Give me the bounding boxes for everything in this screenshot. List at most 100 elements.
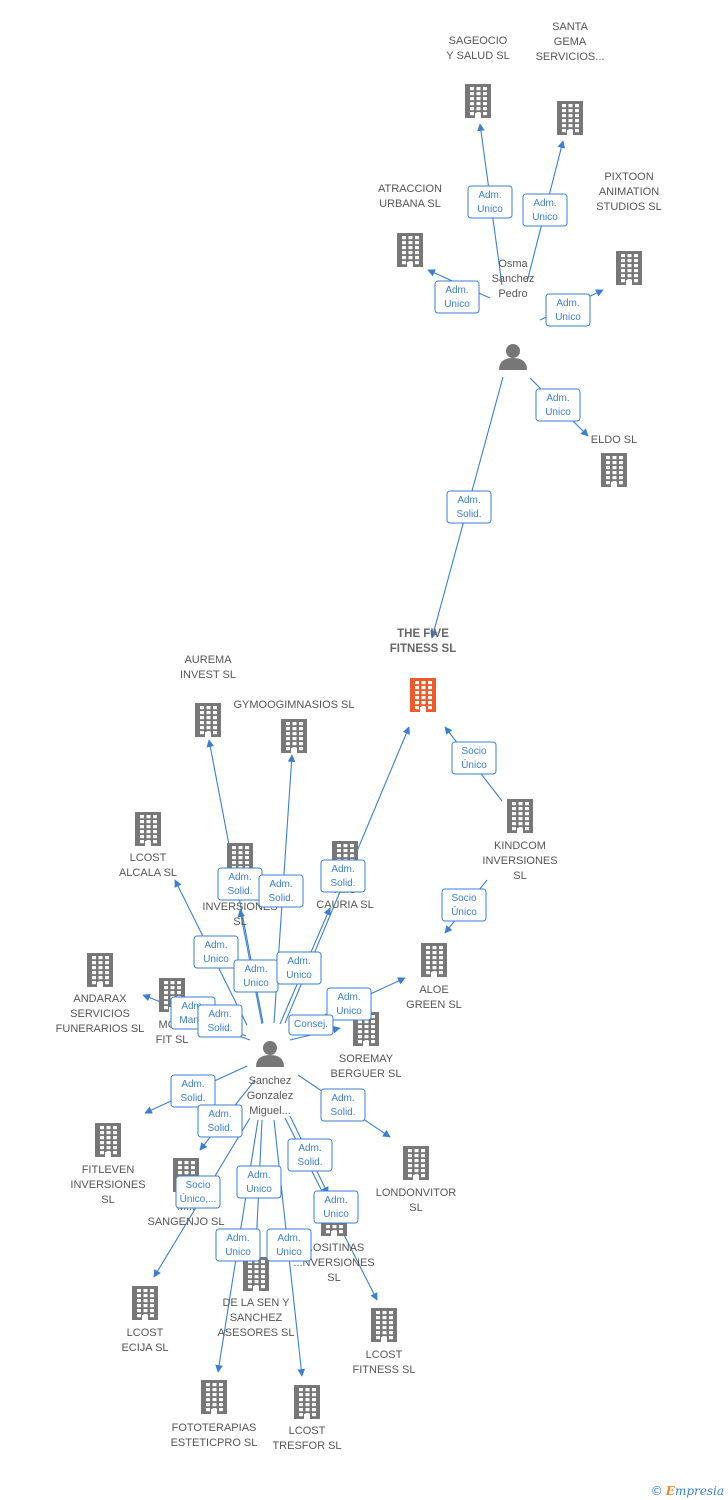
relation-label-osma-five[interactable]: Adm.Solid.	[446, 490, 492, 524]
company-icon-sageocio[interactable]	[465, 84, 491, 118]
relation-label-text: Adm.	[244, 964, 267, 975]
company-icon-andarax[interactable]	[87, 953, 113, 987]
relation-label-text: Unico	[555, 312, 581, 323]
company-icon-lcostalcala[interactable]	[135, 812, 161, 846]
relation-label-sanchez-aurema[interactable]: Adm.Solid.	[217, 867, 263, 901]
company-icon-atraccion[interactable]	[397, 233, 423, 267]
company-icon-eldo[interactable]	[601, 453, 627, 487]
relation-label-text: Unico	[246, 1184, 272, 1195]
main-company-icon-five[interactable]	[410, 678, 436, 712]
relation-label-osma-sageocio[interactable]: Adm.Unico	[467, 185, 513, 219]
relation-label-sanchez-fcauria[interactable]: Adm. Unico	[276, 951, 322, 985]
node-label-line: FUNERARIOS SL	[56, 1023, 145, 1035]
relation-label-sanchez-fototerapias[interactable]: Adm.Unico	[215, 1228, 261, 1262]
node-label-line: AUREMA	[184, 654, 232, 666]
relation-label-text: Solid.	[268, 893, 293, 904]
relation-label-osma-eldo[interactable]: Adm.Unico	[535, 388, 581, 422]
relation-label-text: Adm.	[228, 872, 251, 883]
node-label-line: FIT SL	[156, 1034, 189, 1046]
company-icon-fitleven[interactable]	[95, 1123, 121, 1157]
node-label-aurema[interactable]: AUREMA INVEST SL	[180, 654, 236, 681]
company-icon-santagema[interactable]	[557, 101, 583, 135]
node-label-line: ANIMATION	[599, 186, 659, 198]
relation-label-text: Unico	[323, 1209, 349, 1220]
empresia-brand[interactable]: ©Empresia	[651, 1484, 724, 1498]
company-icon-aurema[interactable]	[195, 703, 221, 737]
node-label-gymoo[interactable]: GYMOOGIMNASIOS SL	[233, 699, 354, 711]
relation-label-text: Adm.	[287, 956, 310, 967]
node-label-line: Osma	[498, 258, 528, 270]
relation-label-sanchez-lcosttresfor[interactable]: Adm.Unico	[266, 1228, 312, 1262]
relation-label-osma-santagema[interactable]: Adm.Unico	[522, 193, 568, 227]
node-label-santagema[interactable]: SANTAGEMASERVICIOS...	[536, 21, 605, 63]
company-icon-kindcom[interactable]	[507, 799, 533, 833]
node-label-line: KINDCOM	[494, 840, 546, 852]
node-label-line: SANGENJO SL	[147, 1216, 224, 1228]
relation-label-text: Unico	[336, 1006, 362, 1017]
relation-label-text: Adm.	[324, 1195, 347, 1206]
company-icon-lcostfitness[interactable]	[371, 1308, 397, 1342]
relation-label-osma-atraccion[interactable]: Adm.Unico	[434, 280, 480, 314]
relation-label-sanchez-delasen[interactable]: Adm.Unico	[236, 1165, 282, 1199]
relation-label-osma-pixtoon[interactable]: Adm.Unico	[545, 293, 591, 327]
relation-label-sanchez-five[interactable]: Adm.Solid.	[320, 859, 366, 893]
relation-label-sanchez-aloe[interactable]: Adm.Unico	[326, 987, 372, 1021]
company-icon-lcosttresfor[interactable]	[294, 1385, 320, 1419]
relation-label-text: Unico	[532, 212, 558, 223]
node-label-eldo[interactable]: ELDO SL	[591, 434, 637, 446]
relation-label-sanchez-londonvitor[interactable]: Adm.Solid.	[320, 1088, 366, 1122]
company-icon-delasen[interactable]	[243, 1257, 269, 1291]
relation-label-sanchez-lcostalcala[interactable]: Adm.Unico	[193, 935, 239, 969]
node-label-line: PIXTOON	[604, 171, 653, 183]
relation-label-sanchez-lcostfitness[interactable]: Adm. Unico	[313, 1190, 359, 1224]
relation-label-sanchez-lcostecija[interactable]: SocioÚnico,...	[175, 1175, 221, 1209]
relation-label-sanchez-fitleven[interactable]: Adm.Solid.	[170, 1074, 216, 1108]
node-label-line: ELDO SL	[591, 434, 637, 446]
relation-label-sanchez-soremay[interactable]: Consej.	[288, 1014, 334, 1036]
relation-label-text: Unico	[286, 970, 312, 981]
relation-label-text: Único	[451, 905, 477, 918]
company-icon-fototerapias[interactable]	[201, 1380, 227, 1414]
node-label-pixtoon[interactable]: PIXTOON ANIMATION STUDIOS SL	[596, 171, 661, 213]
node-label-line: INVEST SL	[180, 669, 236, 681]
node-label-line: FITNESS SL	[390, 643, 456, 655]
node-label-line: SL	[101, 1194, 114, 1206]
company-icon-lcostecija[interactable]	[132, 1286, 158, 1320]
company-icon-aloe[interactable]	[421, 943, 447, 977]
node-label-line: STUDIOS SL	[596, 201, 661, 213]
node-label-line: Pedro	[498, 288, 527, 300]
node-label-sanchez[interactable]: SanchezGonzalezMiguel...	[247, 1075, 293, 1117]
node-label-line: LCOST	[127, 1327, 164, 1339]
relation-label-sanchez-gymoo[interactable]: Adm.Solid.	[258, 874, 304, 908]
person-icon-sanchez[interactable]	[256, 1041, 284, 1067]
company-icon-gymoo[interactable]	[281, 719, 307, 753]
company-icon-pixtoon[interactable]	[616, 251, 642, 285]
company-icon-londonvitor[interactable]	[403, 1146, 429, 1180]
person-icon-osma[interactable]	[499, 344, 527, 370]
relation-label-sanchez-positinas[interactable]: Adm.Solid.	[287, 1138, 333, 1172]
relation-label-text: Unico	[203, 954, 229, 965]
relation-label-sanchez-inversiones[interactable]: Adm.Unico	[233, 959, 279, 993]
relation-label-sanchez-sangenjo[interactable]: Adm.Solid.	[197, 1104, 243, 1138]
relation-label-sanchez-mofit[interactable]: Adm.Solid.	[197, 1004, 243, 1038]
